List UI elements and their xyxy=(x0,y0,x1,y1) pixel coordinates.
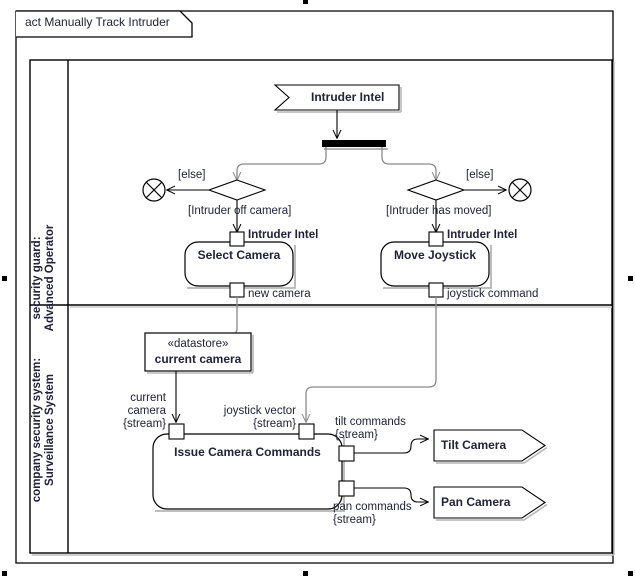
partition-line-2: Advanced Operator xyxy=(44,224,56,332)
edge-fork-to-decision-right xyxy=(381,147,436,180)
move-joystick-input-pin-label: Intruder Intel xyxy=(447,229,518,241)
send-signal-pan-camera-label: Pan Camera xyxy=(441,495,511,509)
guard-intruder-has-moved: [Intruder has moved] xyxy=(386,205,492,217)
edge-joystick-command-to-issue-commands xyxy=(306,297,437,422)
action-select-camera-label: Select Camera xyxy=(197,248,281,262)
partition-line-1: company security system: xyxy=(31,357,43,503)
datastore-name-label: current camera xyxy=(154,352,242,366)
partition-label-security-guard: security guard: Advanced Operator xyxy=(31,225,57,332)
guard-else-right: [else] xyxy=(466,169,494,181)
fork-node xyxy=(322,140,388,150)
datastore-stereotype-label: «datastore» xyxy=(167,338,229,350)
guard-else-left: [else] xyxy=(178,169,206,181)
issue-commands-output-pin-2-line-1: pan commands xyxy=(333,501,412,513)
send-signal-tilt-camera-label: Tilt Camera xyxy=(441,438,507,452)
action-issue-camera-commands-shape xyxy=(152,423,355,512)
send-signal-tilt-camera-shape xyxy=(433,429,548,464)
flow-final-node-left xyxy=(142,178,166,202)
issue-commands-output-pin-2-line-2: {stream} xyxy=(333,514,376,526)
frame-kind-label: act xyxy=(25,15,42,29)
action-select-camera-shape xyxy=(184,231,296,298)
select-camera-input-pin-label: Intruder Intel xyxy=(248,229,319,241)
flow-final-node-right xyxy=(508,178,532,202)
issue-commands-input-pin-1-line-2: camera xyxy=(127,405,166,417)
issue-commands-output-pin-1-line-2: {stream} xyxy=(335,429,378,441)
partition-line-2: Surveillance System xyxy=(44,374,56,486)
issue-commands-input-pin-1-line-1: current xyxy=(130,392,166,404)
move-joystick-output-pin-label: joystick command xyxy=(447,288,539,300)
guard-intruder-off-camera: [Intruder off camera] xyxy=(188,205,292,217)
partition-label-surveillance-system: company security system: Surveillance Sy… xyxy=(31,358,57,502)
edge-fork-to-decision-left xyxy=(237,147,327,180)
frame-title-label: Manually Track Intruder xyxy=(44,15,170,29)
action-issue-camera-commands-label: Issue Camera Commands xyxy=(174,445,321,459)
action-move-joystick-label: Move Joystick xyxy=(393,248,477,262)
issue-commands-input-pin-2-line-1: joystick vector xyxy=(223,405,296,417)
datastore-current-camera-shape xyxy=(144,332,254,374)
issue-commands-output-pin-1-line-1: tilt commands xyxy=(335,416,406,428)
edge-tilt-commands-to-tilt-camera xyxy=(354,439,428,454)
diagram-frame-header: act Manually Track Intruder xyxy=(25,16,170,29)
select-camera-output-pin-label: new camera xyxy=(248,288,311,300)
partition-line-1: security guard: xyxy=(31,236,43,320)
issue-commands-input-pin-1-line-3: {stream} xyxy=(123,418,166,430)
issue-commands-input-pin-2-line-2: {stream} xyxy=(253,418,296,430)
accept-event-intruder-intel-label: Intruder Intel xyxy=(311,90,385,104)
send-signal-pan-camera-shape xyxy=(433,486,548,521)
action-move-joystick-shape xyxy=(380,231,492,298)
edge-pan-commands-to-pan-camera xyxy=(354,487,428,502)
